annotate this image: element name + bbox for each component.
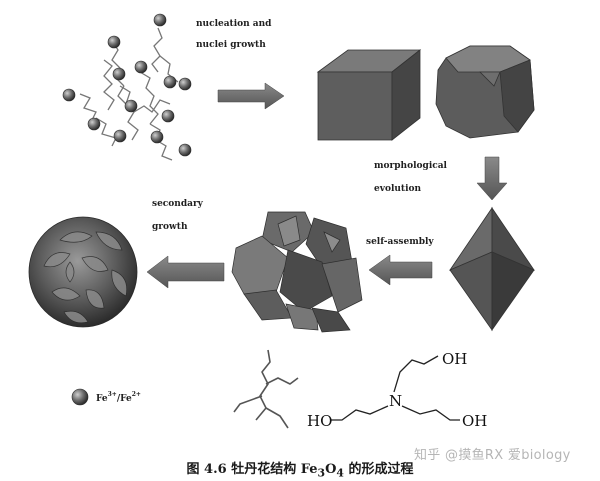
figure-caption: 图 4.6 牡丹花结构 Fe3O4 的形成过程 (186, 462, 414, 480)
peony-flower (28, 216, 138, 328)
watermark: 知乎 @摸鱼RX 爱biology (414, 448, 571, 463)
precursor-network (79, 27, 179, 161)
nitrogen-label: N (389, 392, 402, 410)
arrow-left-1 (368, 254, 433, 286)
secondary-label-1: secondary (152, 199, 204, 209)
legend-sphere-icon (71, 388, 89, 406)
morphological-label-1: morphological (374, 161, 448, 171)
triethanolamine-structure (330, 355, 460, 421)
secondary-label-2: growth (152, 222, 188, 232)
cube-crystal (316, 49, 422, 141)
assembled-cluster (231, 211, 363, 333)
arrow-left-2 (146, 255, 225, 289)
self-assembly-label: self-assembly (366, 237, 434, 247)
nucleation-label-1: nucleation and (196, 19, 272, 29)
arrow-down (476, 156, 508, 201)
truncated-cube-crystal (435, 45, 535, 139)
ho-left-label: HO (307, 412, 332, 430)
morphological-label-2: evolution (374, 184, 422, 194)
oh-right-label: OH (462, 412, 487, 430)
octahedron-crystal (448, 206, 536, 332)
arrow-right-1 (217, 82, 285, 110)
legend-label: Fe3+/Fe2+ (96, 391, 141, 404)
oh-top-label: OH (442, 350, 467, 368)
fe-spheres (62, 13, 192, 157)
nucleation-label-2: nuclei growth (196, 40, 266, 50)
alkyl-chain-structure (233, 349, 299, 429)
